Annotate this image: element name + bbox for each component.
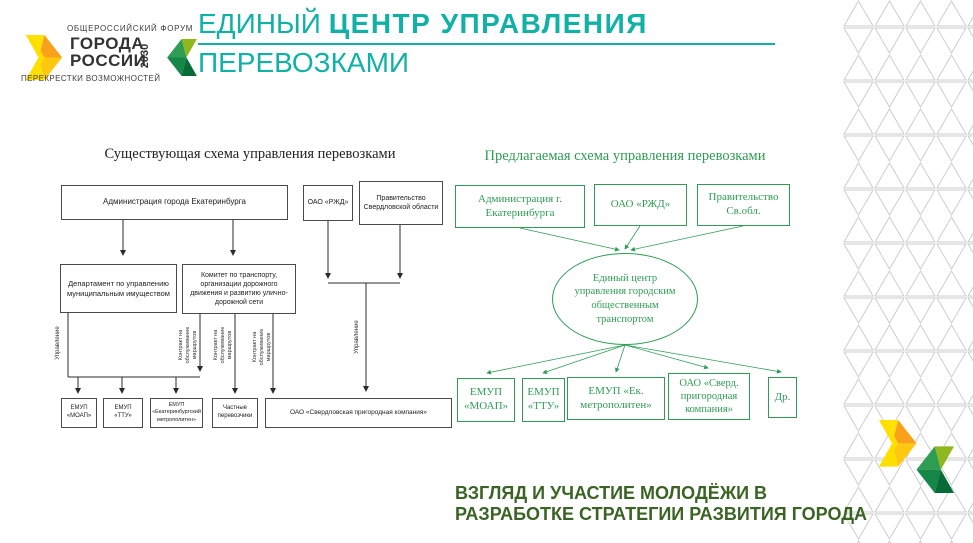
node-city-administration-proposed: Администрация г. Екатеринбурга	[455, 185, 585, 228]
logo-top-line: ОБЩЕРОССИЙСКИЙ ФОРУМ	[67, 24, 194, 33]
footer-slogan-line2: РАЗРАБОТКЕ СТРАТЕГИИ РАЗВИТИЯ ГОРОДА	[455, 504, 868, 524]
node-other-proposed: Др.	[768, 377, 797, 418]
slide-title-line2: ПЕРЕВОЗКАМИ	[198, 47, 410, 78]
node-rzd-proposed: ОАО «РЖД»	[594, 184, 687, 226]
slide-title: ЕДИНЫЙ ЦЕНТР УПРАВЛЕНИЯ ПЕРЕВОЗКАМИ	[198, 8, 775, 79]
node-city-administration: Администрация города Екатеринбурга	[61, 185, 288, 220]
node-private-carriers: Частные перевозчики	[212, 398, 258, 428]
existing-scheme-connectors	[67, 220, 403, 394]
edge-label-contract-2: Контракт на обслуживание маршрутов	[213, 326, 233, 364]
edge-label-contract-1: Контракт на обслуживание маршрутов	[178, 326, 198, 364]
logo-yellow-chevron-icon	[25, 35, 63, 80]
slide-title-line1: ЕДИНЫЙ ЦЕНТР УПРАВЛЕНИЯ	[198, 8, 775, 45]
node-moap-proposed: ЕМУП «МОАП»	[457, 378, 515, 422]
node-unified-control-center: Единый центр управления городским общест…	[552, 253, 698, 345]
node-regional-government: Правительство Свердловской области	[359, 181, 443, 225]
node-transport-committee: Комитет по транспорту, организации дорож…	[182, 264, 296, 314]
edge-label-control-left: Управление	[55, 326, 61, 360]
edge-label-control-right: Управление	[354, 320, 360, 354]
node-rzd: ОАО «РЖД»	[303, 185, 353, 221]
forum-logo: ОБЩЕРОССИЙСКИЙ ФОРУМ ГОРОДА РОССИИ 2030 …	[10, 8, 202, 90]
edge-label-contract-3: Контракт на обслуживание маршрутов	[252, 328, 272, 366]
node-regional-government-proposed: Правительство Св.обл.	[697, 184, 790, 226]
node-property-department: Департамент по управлению муниципальным …	[60, 264, 177, 313]
footer-logo-chevrons-icon	[879, 420, 954, 493]
logo-bottom-line: ПЕРЕКРЕСТКИ ВОЗМОЖНОСТЕЙ	[21, 74, 161, 83]
logo-year: 2030	[139, 43, 151, 69]
proposed-scheme-title: Предлагаемая схема управления перевозкам…	[484, 148, 766, 164]
logo-name-line1: ГОРОДА	[70, 34, 145, 53]
node-ttu: ЕМУП «ТТУ»	[103, 398, 143, 428]
proposed-scheme-diagram: Предлагаемая схема управления перевозкам…	[450, 140, 810, 440]
node-suburban-company: ОАО «Свердловская пригородная компания»	[265, 398, 452, 428]
proposed-scheme-connectors	[486, 225, 782, 375]
node-ttu-proposed: ЕМУП «ТТУ»	[522, 378, 565, 422]
node-metro: ЕМУП «Екатеринбургский метрополитен»	[150, 398, 203, 428]
footer-slogan: ВЗГЛЯД И УЧАСТИЕ МОЛОДЁЖИ В РАЗРАБОТКЕ С…	[455, 483, 867, 525]
slide-title-line1-bold: ЦЕНТР УПРАВЛЕНИЯ	[328, 8, 648, 39]
node-suburban-company-proposed: ОАО «Сверд. пригородная компания»	[668, 373, 750, 420]
existing-scheme-title: Существующая схема управления перевозкам…	[104, 146, 396, 162]
logo-name-line2: РОССИИ	[70, 51, 147, 70]
footer-slogan-line1: ВЗГЛЯД И УЧАСТИЕ МОЛОДЁЖИ В	[455, 483, 768, 503]
slide-title-line1-regular: ЕДИНЫЙ	[198, 8, 329, 39]
node-metro-proposed: ЕМУП «Ек. метрополитен»	[567, 377, 665, 420]
logo-green-chevron-icon	[167, 39, 197, 76]
node-moap: ЕМУП «МОАП»	[61, 398, 97, 428]
existing-scheme-diagram: Существующая схема управления перевозкам…	[40, 140, 460, 440]
